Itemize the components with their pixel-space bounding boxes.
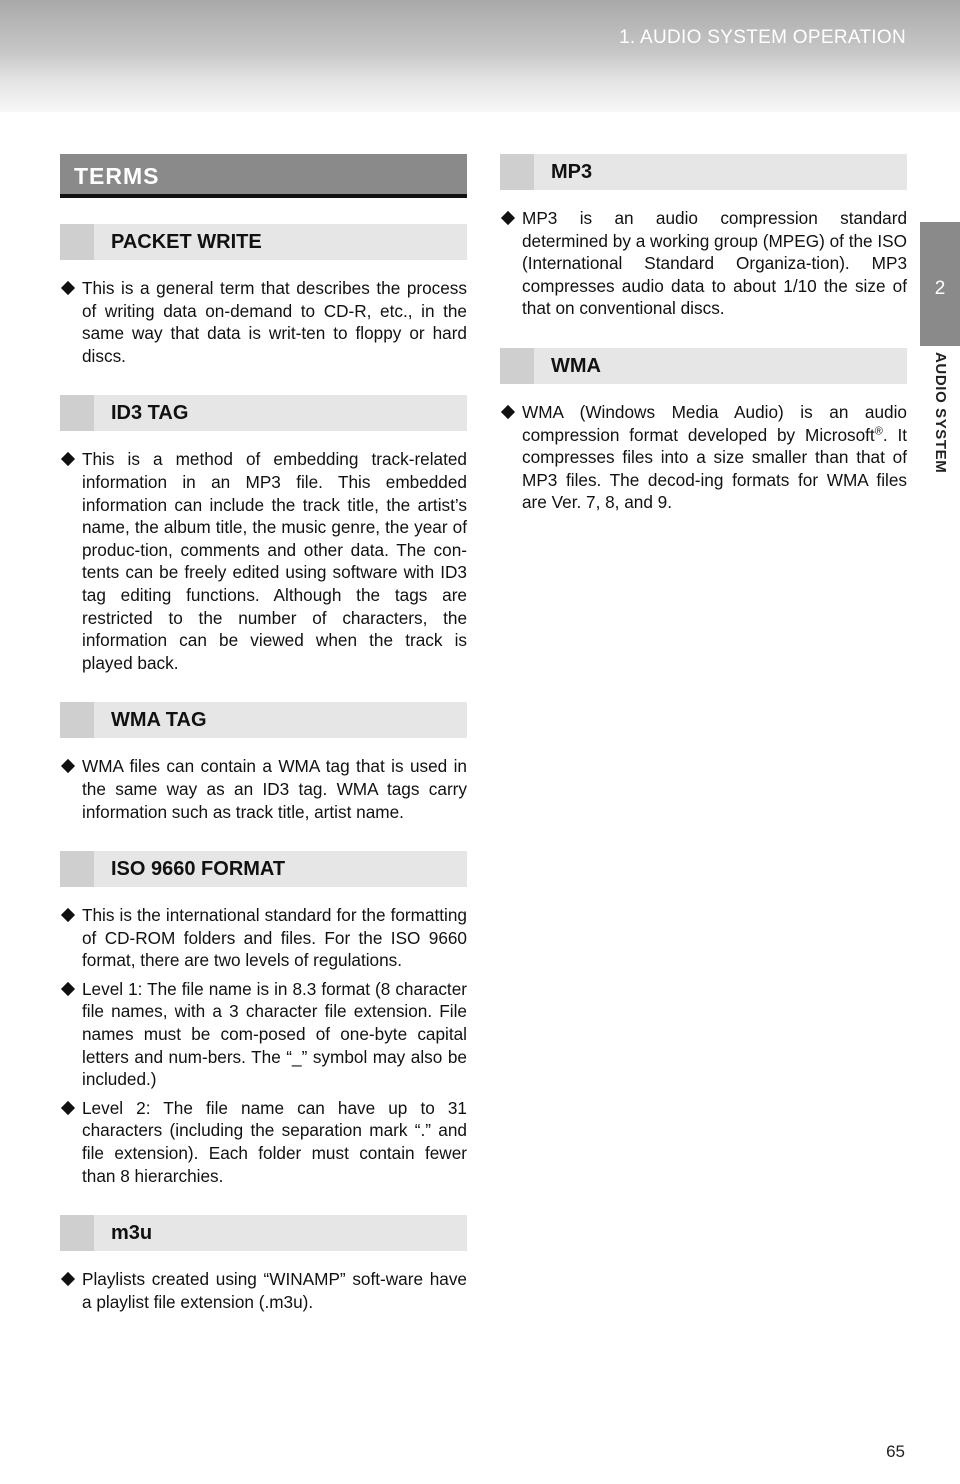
chapter-tab-label: AUDIO SYSTEM	[932, 352, 949, 474]
section-title: ID3 TAG	[111, 402, 189, 425]
bullet-diamond-icon	[500, 404, 516, 420]
bullet-text: MP3 is an audio compression standard det…	[522, 208, 907, 319]
bullet-text-part: . It compresses files into a size smalle…	[522, 424, 907, 513]
left-column: TERMS PACKET WRITE This is a general ter…	[60, 154, 467, 1319]
header-band	[0, 0, 960, 112]
bullet-text: WMA files can contain a WMA tag that is …	[82, 756, 467, 822]
section-title: WMA	[551, 354, 601, 377]
right-column: MP3 MP3 is an audio compression standard…	[500, 154, 907, 520]
bullet-text: Playlists created using “WINAMP” soft-wa…	[82, 1269, 467, 1312]
bullet-diamond-icon	[60, 1100, 76, 1115]
terms-heading: TERMS	[60, 154, 467, 198]
bullet-list: This is a general term that describes th…	[60, 277, 467, 367]
heading-marker	[60, 1215, 94, 1252]
bullet-item: Level 2: The file name can have up to 31…	[60, 1097, 467, 1187]
bullet-list: This is a method of embedding track-rela…	[60, 448, 467, 674]
bullet-diamond-icon	[60, 1272, 76, 1287]
bullet-list: This is the international standard for t…	[60, 904, 467, 1187]
section-heading-mp3: MP3	[500, 154, 907, 190]
bullet-list: WMA (Windows Media Audio) is an audio co…	[500, 401, 907, 514]
bullet-item: MP3 is an audio compression standard det…	[500, 207, 907, 320]
bullet-text: This is a general term that describes th…	[82, 278, 467, 366]
bullet-list: WMA files can contain a WMA tag that is …	[60, 755, 467, 823]
section-title: MP3	[551, 161, 593, 183]
bullet-text: This is a method of embedding track-rela…	[82, 449, 467, 673]
bullet-item: Playlists created using “WINAMP” soft-wa…	[60, 1268, 467, 1313]
bullet-text-part: WMA (Windows Media Audio) is an audio co…	[522, 401, 907, 445]
section-heading-iso-9660-format: ISO 9660 FORMAT	[60, 851, 467, 888]
heading-marker	[60, 224, 94, 260]
heading-marker	[500, 154, 534, 190]
section-title: ISO 9660 FORMAT	[111, 858, 286, 881]
heading-marker	[60, 702, 94, 739]
bullet-diamond-icon	[60, 280, 76, 296]
bullet-item: This is a method of embedding track-rela…	[60, 448, 467, 674]
bullet-list: MP3 is an audio compression standard det…	[500, 207, 907, 320]
section-heading-wma: WMA	[500, 347, 907, 384]
bullet-item: This is a general term that describes th…	[60, 277, 467, 367]
bullet-text: This is the international standard for t…	[82, 905, 467, 971]
section-title: WMA TAG	[111, 709, 207, 732]
bullet-diamond-icon	[60, 452, 76, 467]
bullet-list: Playlists created using “WINAMP” soft-wa…	[60, 1268, 467, 1313]
bullet-diamond-icon	[60, 981, 76, 996]
bullet-item: This is the international standard for t…	[60, 904, 467, 972]
heading-marker	[60, 395, 94, 432]
bullet-item: WMA files can contain a WMA tag that is …	[60, 755, 467, 823]
bullet-diamond-icon	[500, 210, 516, 226]
bullet-diamond-icon	[60, 759, 76, 774]
section-heading-wma-tag: WMA TAG	[60, 702, 467, 739]
section-title: m3u	[111, 1222, 153, 1245]
bullet-item: Level 1: The file name is in 8.3 format …	[60, 978, 467, 1091]
section-heading-id3-tag: ID3 TAG	[60, 395, 467, 432]
chapter-tab	[920, 222, 960, 346]
chapter-tab-number: 2	[934, 278, 946, 299]
bullet-text: WMA (Windows Media Audio) is an audio co…	[522, 402, 907, 512]
bullet-text: Level 1: The file name is in 8.3 format …	[82, 978, 467, 1090]
bullet-item: WMA (Windows Media Audio) is an audio co…	[500, 401, 907, 514]
registered-mark: ®	[874, 424, 883, 437]
heading-marker	[500, 347, 534, 384]
section-heading-m3u: m3u	[60, 1215, 467, 1252]
bullet-text: Level 2: The file name can have up to 31…	[82, 1097, 467, 1186]
page-number: 65	[886, 1442, 905, 1461]
page-header-title: 1. AUDIO SYSTEM OPERATION	[619, 27, 906, 48]
heading-marker	[60, 851, 94, 888]
bullet-diamond-icon	[60, 908, 76, 923]
section-title: PACKET WRITE	[111, 231, 262, 253]
section-heading-packet-write: PACKET WRITE	[60, 224, 467, 260]
